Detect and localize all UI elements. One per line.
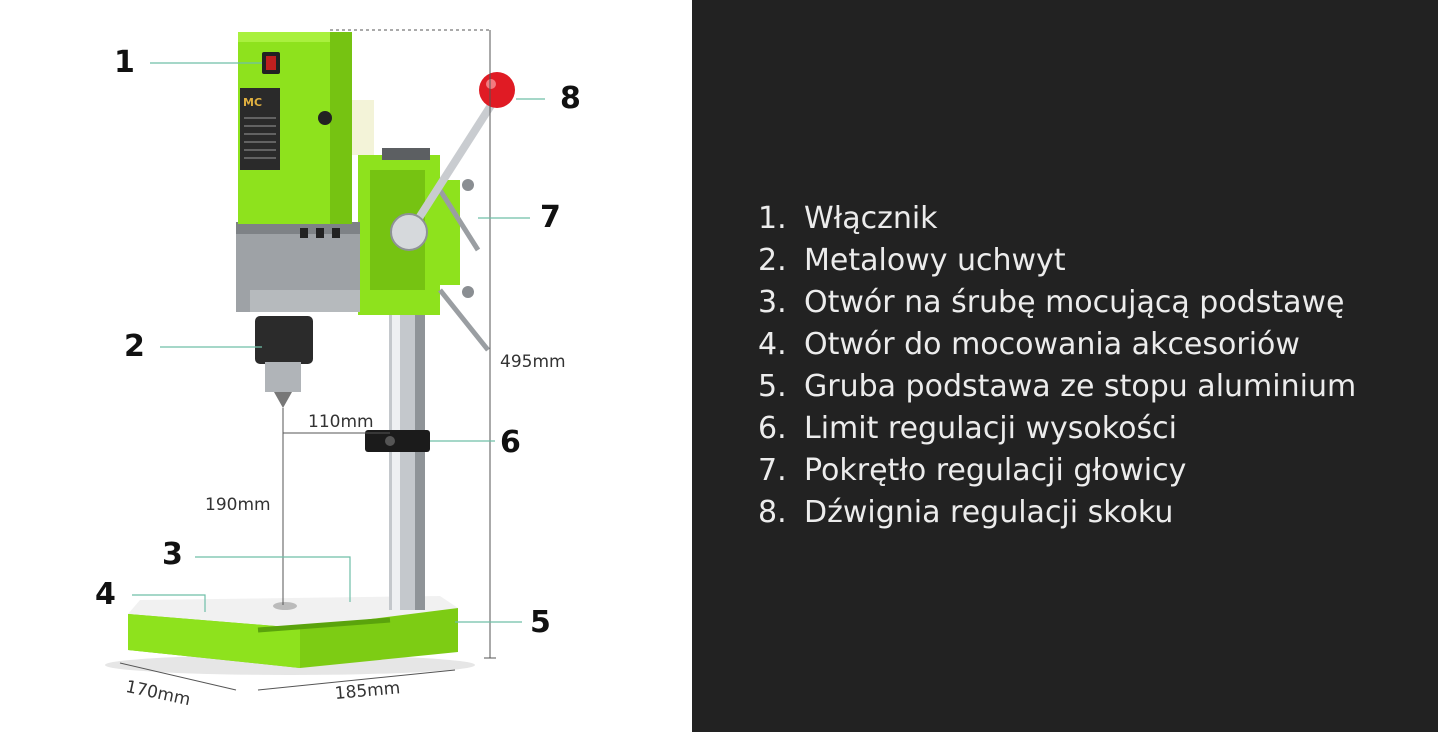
- feature-text: Włącznik: [804, 201, 938, 236]
- feature-number: 1.: [758, 201, 787, 236]
- depth-stop-collar: [365, 430, 430, 452]
- feature-item: 5. Gruba podstawa ze stopu aluminium: [758, 366, 1356, 408]
- dim-depth-to-base: 190mm: [205, 495, 271, 515]
- feature-number: 5.: [758, 369, 787, 404]
- label-logo: MC: [243, 96, 262, 109]
- drill-press-illustration: MC: [105, 29, 545, 691]
- spec-label: [240, 88, 280, 170]
- feature-text: Dźwignia regulacji skoku: [804, 495, 1174, 530]
- feature-item: 1. Włącznik: [758, 198, 1356, 240]
- feed-lever: [406, 93, 501, 235]
- dim-height: 495mm: [500, 352, 566, 372]
- feature-text: Limit regulacji wysokości: [804, 411, 1177, 446]
- feature-text: Otwór na śrubę mocującą podstawę: [804, 285, 1345, 320]
- feature-item: 2. Metalowy uchwyt: [758, 240, 1356, 282]
- feature-item: 3. Otwór na śrubę mocującą podstawę: [758, 282, 1356, 324]
- lever-knob: [479, 72, 515, 108]
- feature-item: 8. Dźwignia regulacji skoku: [758, 492, 1356, 534]
- feature-number: 7.: [758, 453, 787, 488]
- callout-7: 7: [540, 200, 561, 235]
- feature-list: 1. Włącznik 2. Metalowy uchwyt 3. Otwór na …: [758, 198, 1356, 534]
- feature-number: 4.: [758, 327, 787, 362]
- feature-item: 4. Otwór do mocowania akcesoriów: [758, 324, 1356, 366]
- callout-4: 4: [95, 577, 116, 612]
- features-panel: [692, 0, 1438, 732]
- feature-number: 8.: [758, 495, 787, 530]
- feature-item: 6. Limit regulacji wysokości: [758, 408, 1356, 450]
- base-top-plate: [128, 596, 458, 628]
- callout-6: 6: [500, 425, 521, 460]
- callout-5: 5: [530, 605, 551, 640]
- chuck: [255, 316, 313, 364]
- feature-text: Metalowy uchwyt: [804, 243, 1066, 278]
- feature-number: 6.: [758, 411, 787, 446]
- callout-1: 1: [114, 45, 135, 80]
- callout-8: 8: [560, 81, 581, 116]
- feature-number: 3.: [758, 285, 787, 320]
- feature-number: 2.: [758, 243, 787, 278]
- feature-item: 7. Pokrętło regulacji głowicy: [758, 450, 1356, 492]
- feature-text: Pokrętło regulacji głowicy: [804, 453, 1187, 488]
- dim-reach: 110mm: [308, 412, 374, 432]
- callout-2: 2: [124, 329, 145, 364]
- callout-3: 3: [162, 537, 183, 572]
- feature-text: Gruba podstawa ze stopu aluminium: [804, 369, 1357, 404]
- feature-text: Otwór do mocowania akcesoriów: [804, 327, 1300, 362]
